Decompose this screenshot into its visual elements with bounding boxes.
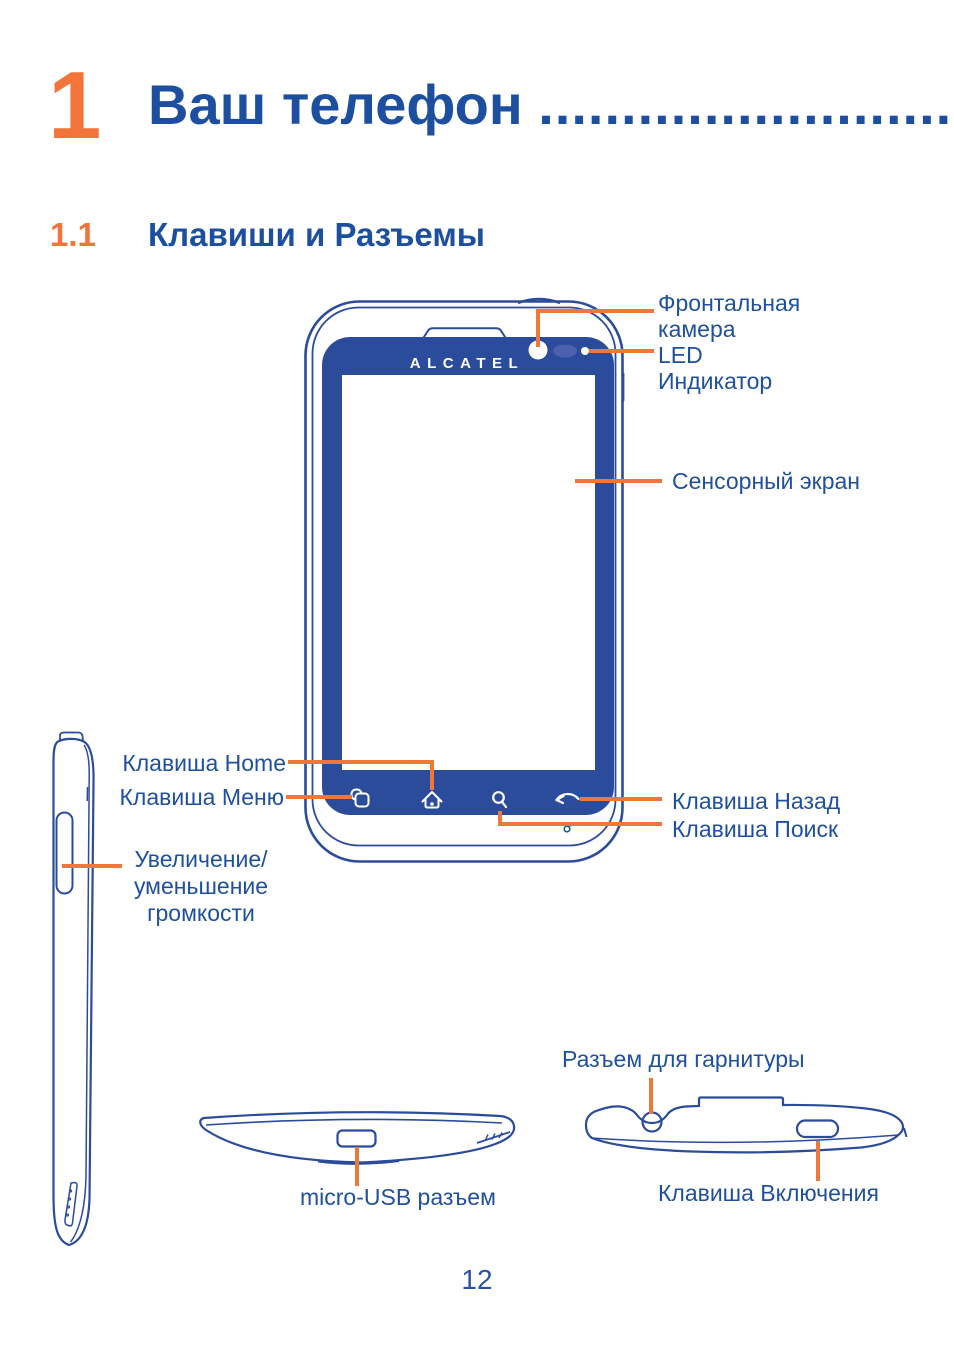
earpiece-slot	[421, 327, 508, 341]
touch-screen-area	[342, 375, 595, 770]
callout-line-home-v	[430, 760, 434, 790]
label-led-indicator: LED Индикатор	[658, 342, 773, 394]
label-headset-jack: Разъем для гарнитуры	[562, 1046, 805, 1072]
label-front-camera: Фронтальная камера	[658, 290, 801, 342]
side-grip-strip	[64, 1181, 78, 1227]
callout-line-front-camera-v	[536, 311, 540, 347]
chapter-number: 1	[48, 52, 102, 159]
callout-line-home-h	[288, 760, 434, 764]
front-camera-dot	[528, 340, 548, 360]
callout-line-volume	[62, 864, 122, 868]
side-outline	[52, 737, 95, 1247]
brand-logo: ALCATEL	[410, 355, 524, 372]
top-outline	[584, 1096, 905, 1154]
phone-top-view	[584, 1096, 908, 1154]
callout-line-usb	[355, 1147, 359, 1186]
side-grip-dot	[65, 1213, 70, 1217]
top-right-tick	[903, 1127, 908, 1138]
section-title: Клавиши и Разъемы	[148, 216, 485, 253]
search-icon	[492, 791, 508, 809]
callout-line-back	[580, 797, 662, 801]
callout-line-menu	[286, 795, 352, 799]
speaker-pill	[553, 344, 577, 358]
label-power-key: Клавиша Включения	[658, 1180, 879, 1206]
side-grip-dot	[67, 1197, 72, 1201]
chapter-title-dots: .........................	[538, 73, 953, 136]
side-grip-dot	[68, 1189, 73, 1193]
callout-line-search-h	[498, 822, 662, 826]
side-inner-line	[69, 744, 90, 1243]
phone-outline-outer	[304, 300, 624, 863]
phone-front-view: ALCATEL	[304, 297, 625, 863]
callout-line-front-camera-h	[536, 309, 654, 313]
bottom-outline	[199, 1111, 516, 1164]
section-number: 1.1	[50, 216, 96, 253]
back-icon	[555, 792, 580, 805]
chapter-title-text: Ваш телефон	[148, 73, 523, 136]
led-indicator-dot	[581, 347, 589, 355]
micro-usb-port	[336, 1129, 377, 1148]
page-number: 12	[461, 1264, 493, 1295]
callout-line-led	[589, 349, 654, 353]
callout-line-touch-screen	[575, 479, 662, 483]
bottom-grip-ticks	[484, 1132, 503, 1142]
chapter-title: Ваш телефон .........................	[148, 74, 952, 136]
menu-icon	[350, 788, 370, 808]
label-volume-line-1: Увеличение/	[134, 846, 268, 872]
label-volume-key: Увеличение/ уменьшение громкости	[112, 846, 290, 927]
side-grip-dot	[66, 1205, 71, 1209]
side-top-tab	[59, 731, 84, 742]
label-home-key: Клавиша Home	[122, 750, 286, 776]
label-touch-screen: Сенсорный экран	[672, 468, 860, 494]
callout-line-search-v	[498, 811, 502, 826]
phone-side-view	[52, 731, 95, 1247]
volume-rocker	[55, 811, 74, 895]
label-volume-line-3: громкости	[147, 900, 255, 926]
label-search-key: Клавиша Поиск	[672, 816, 839, 842]
callout-line-power-key	[816, 1141, 820, 1181]
label-volume-line-2: уменьшение	[133, 873, 269, 899]
callout-line-headset-jack	[649, 1078, 653, 1114]
label-menu-key: Клавиша Меню	[119, 784, 284, 810]
top-inner-line	[590, 1134, 899, 1144]
label-usb-port: micro-USB разъем	[300, 1184, 496, 1210]
bottom-inner-line	[205, 1118, 503, 1126]
label-back-key: Клавиша Назад	[672, 788, 841, 814]
home-icon	[421, 791, 443, 809]
power-key-pill	[795, 1119, 840, 1139]
phone-outline-inner	[311, 306, 617, 847]
